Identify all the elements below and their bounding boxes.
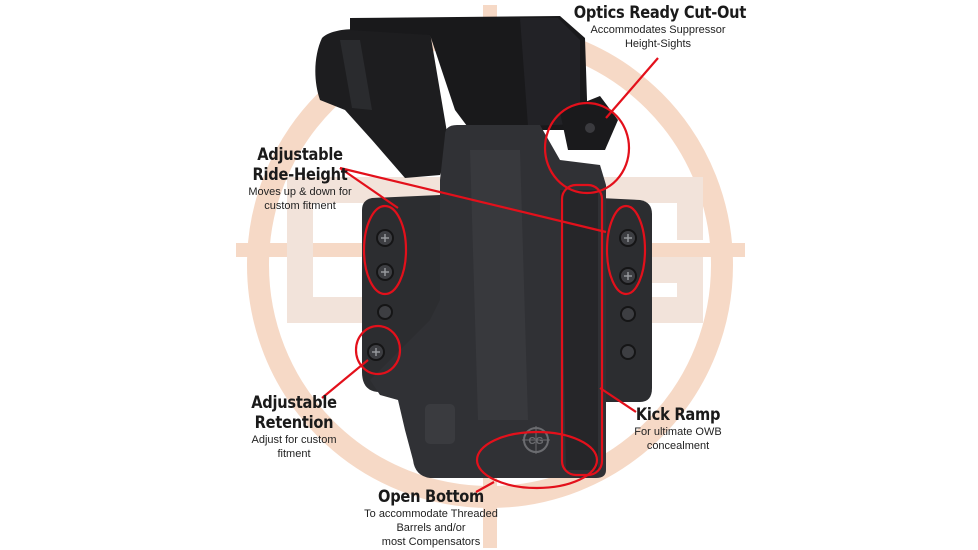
kick-ramp-leader [599,387,637,413]
retention-leader [321,359,369,399]
retention-title-line-2: Retention [254,413,334,433]
optics-highlight [543,101,631,195]
open-bottom-desc-line-3: most Compensators [381,536,481,548]
kick-ramp-title: Kick Ramp [635,405,721,425]
ride-height-title-line-2: Ride-Height [252,165,348,185]
ride-height-title-line-1: Adjustable [257,145,343,165]
optics-desc-line-1: Accommodates Suppressor [590,24,726,36]
highlight-markers [321,57,659,493]
optics-desc-line-2: Height-Sights [624,38,692,50]
holster: CG [362,125,652,478]
retention-title-line-1: Adjustable [251,393,337,413]
retention-desc-line-2: fitment [277,448,311,460]
kick-ramp-desc-line-2: concealment [646,440,710,452]
kick-ramp-callout: Kick Ramp For ultimate OWB concealment [626,405,730,453]
ride-height-desc-line-2: custom fitment [264,200,336,212]
open-bottom-callout: Open Bottom To accommodate Threaded Barr… [356,487,506,549]
retention-callout: Adjustable Retention Adjust for custom f… [232,393,356,461]
pistol [315,16,618,178]
optics-callout: Optics Ready Cut-Out Accommodates Suppre… [560,3,756,51]
ride-height-leader-left [339,167,399,209]
optics-title: Optics Ready Cut-Out [573,3,747,23]
open-bottom-title: Open Bottom [378,487,484,507]
holster-logo: CG [529,436,544,447]
open-bottom-highlight [475,430,599,490]
optics-leader [605,57,659,119]
ride-height-leader-right [339,166,607,234]
retention-highlight [354,324,402,376]
ride-height-right-highlight [605,204,647,296]
kick-ramp-highlight [560,183,604,477]
ride-height-callout: Adjustable Ride-Height Moves up & down f… [228,145,372,213]
ride-height-desc-line-1: Moves up & down for [248,186,352,198]
kick-ramp-desc-line-1: For ultimate OWB [634,426,722,438]
open-bottom-desc-line-1: To accommodate Threaded [364,508,498,520]
open-bottom-leader [475,481,495,493]
open-bottom-desc-line-2: Barrels and/or [396,522,466,534]
ride-height-left-highlight [362,204,408,296]
retention-desc-line-1: Adjust for custom [251,434,337,446]
